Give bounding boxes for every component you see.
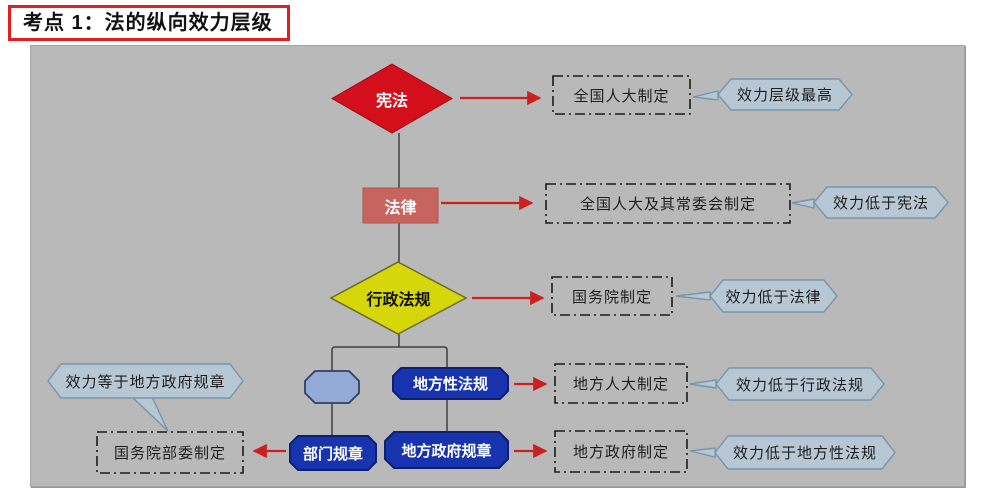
department-rule-octagon: [289, 435, 377, 471]
maker-box-department-rule: [96, 431, 244, 474]
law-maker-label: 全国人大及其常委会制定: [579, 196, 756, 213]
admin-regulation-label: 行政法规: [366, 292, 431, 309]
admin-regulation-diamond: [329, 261, 468, 335]
page-title: 考点 1：法的纵向效力层级: [8, 5, 290, 41]
diagram-panel: [30, 45, 965, 487]
department-rule-maker-label: 国务院部委制定: [113, 445, 226, 462]
maker-box-local-regulation: [554, 363, 688, 404]
constitution-label: 宪法: [375, 92, 408, 110]
admin-note-label: 效力低于法律: [725, 288, 822, 306]
connector-branch: [331, 346, 448, 371]
empty-octagon: [304, 370, 360, 404]
constitution-diamond: [330, 63, 454, 134]
law-rect: [362, 187, 439, 224]
local-gov-rule-note-label: 效力低于地方性法规: [732, 445, 877, 462]
maker-box-constitution: [552, 75, 691, 115]
admin-maker-label: 国务院制定: [571, 288, 652, 306]
local-regulation-label: 地方性法规: [412, 376, 488, 393]
local-regulation-maker-label: 地方人大制定: [572, 376, 669, 393]
law-note-label: 效力低于宪法: [832, 195, 929, 212]
department-rule-label: 部门规章: [302, 445, 363, 463]
department-rule-note-label: 效力等于地方政府规章: [65, 373, 226, 391]
callout-below-local-regulation: [689, 435, 896, 470]
constitution-maker-label: 全国人大制定: [573, 87, 670, 105]
callout-below-law: [675, 279, 838, 313]
constitution-note-label: 效力层级最高: [736, 87, 833, 104]
maker-box-admin-regulation: [551, 276, 673, 316]
local-gov-rule-label: 地方政府规章: [401, 442, 492, 460]
local-gov-rule-octagon: [384, 431, 509, 469]
maker-box-local-gov-rule: [554, 430, 688, 473]
local-regulation-octagon: [392, 367, 509, 400]
local-gov-rule-maker-label: 地方政府制定: [572, 444, 669, 461]
callout-highest-force: [692, 78, 853, 111]
page-title-text: 考点 1：法的纵向效力层级: [23, 12, 273, 34]
callout-equal-local-gov-rule: [47, 363, 244, 432]
callout-below-constitution: [791, 186, 949, 219]
local-regulation-note-label: 效力低于行政法规: [735, 376, 864, 394]
maker-box-law: [545, 183, 791, 224]
callout-below-admin-regulation: [689, 367, 885, 401]
law-label: 法律: [384, 199, 417, 217]
